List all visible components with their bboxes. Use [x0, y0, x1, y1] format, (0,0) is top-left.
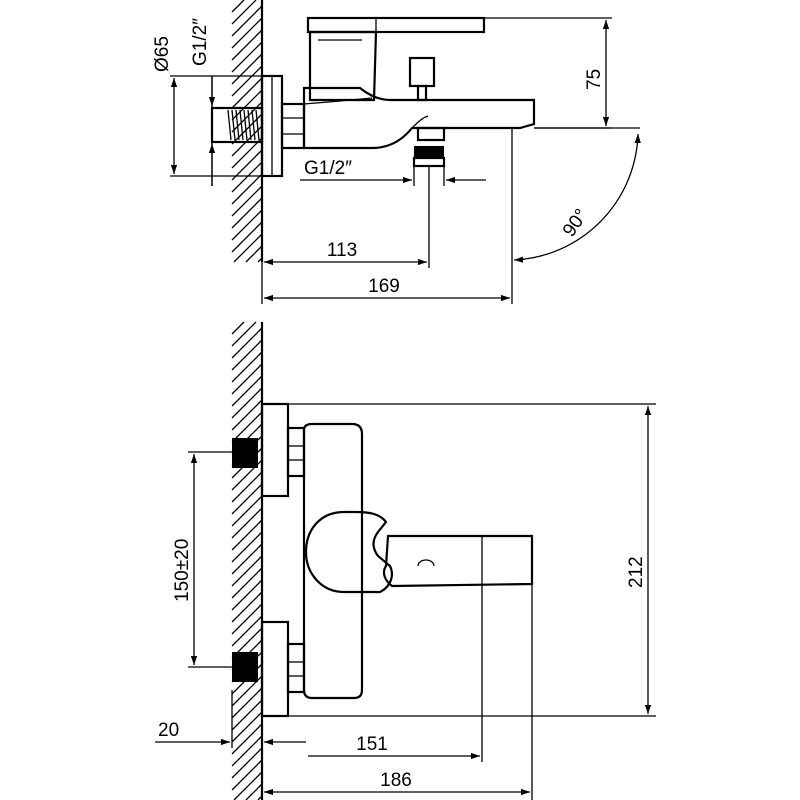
- hatch-line: [233, 771, 263, 800]
- dimension-outlet-depth: 113: [261, 166, 430, 304]
- hatch-line: [231, 579, 263, 611]
- mixer-body-side: [302, 86, 536, 150]
- hatch-line: [231, 173, 263, 205]
- hatch-line: [231, 29, 263, 61]
- hatch-line: [231, 615, 263, 647]
- dimension-height-front: 212: [288, 403, 656, 717]
- dimension-wall-offset: 20: [155, 690, 306, 748]
- dimension-wall-thread: G1/2″: [190, 18, 216, 186]
- dimension-angle-label: 90°: [559, 205, 593, 241]
- dimension-spout-length-label: 151: [356, 734, 388, 755]
- hatch-line: [231, 711, 263, 743]
- hatch-line: [231, 197, 263, 229]
- hatch-line: [231, 519, 263, 551]
- hatch-line: [231, 747, 263, 779]
- lever-handle-front: [304, 510, 393, 594]
- thread-line: [243, 109, 248, 141]
- hatch-line: [233, 233, 263, 263]
- hatch-line: [231, 53, 263, 85]
- dimension-total-depth: 169: [264, 262, 513, 304]
- dimension-total-length-label: 186: [380, 770, 412, 791]
- thread-line: [231, 109, 236, 141]
- dimension-outlet-thread: G1/2″: [300, 158, 486, 186]
- hatch-line: [231, 507, 263, 539]
- hatch-line: [231, 375, 263, 407]
- thread-line: [255, 109, 260, 141]
- hatch-line: [231, 399, 263, 431]
- hatch-line: [231, 723, 263, 755]
- hatch-line: [231, 483, 263, 515]
- hatch-line: [231, 161, 263, 193]
- dimension-height-side: 75: [484, 17, 612, 129]
- dimension-spout-length: 151: [308, 584, 483, 762]
- dimension-outlet-thread-label: G1/2″: [304, 158, 352, 179]
- hatch-line: [231, 735, 263, 767]
- hatch-line: [245, 245, 263, 263]
- dimension-diameter: Ø65: [152, 36, 262, 177]
- hatch-line: [231, 759, 263, 791]
- hatch-line: [231, 0, 245, 13]
- spout-front: [382, 534, 534, 588]
- inlet-thread-side: [210, 106, 264, 144]
- thread-line: [239, 109, 244, 141]
- hatch-line: [231, 5, 263, 37]
- dimension-outlet-depth-label: 113: [327, 240, 357, 261]
- hatch-line: [231, 699, 263, 731]
- hatch-line: [231, 77, 263, 109]
- hatch-line: [231, 603, 263, 635]
- dimension-wall-thread-label: G1/2″: [190, 18, 211, 66]
- hatch-line: [231, 149, 263, 181]
- hatch-line: [231, 687, 263, 719]
- mixer-body-front: [302, 422, 364, 700]
- hatch-line: [231, 567, 263, 599]
- wall-hatch-bottom: [231, 321, 264, 800]
- dimension-height-side-label: 75: [584, 69, 605, 90]
- hatch-line: [231, 65, 263, 97]
- dimension-wall-offset-label: 20: [158, 720, 179, 741]
- hatch-line: [231, 17, 263, 49]
- thread-line: [235, 109, 240, 141]
- hatch-line: [231, 411, 263, 443]
- dimension-angle: 90°: [511, 127, 641, 263]
- hatch-line: [231, 0, 257, 25]
- hatch-line: [231, 471, 263, 503]
- front-view: 150±20 212 20 151 186: [155, 321, 656, 800]
- dimension-diameter-label: Ø65: [152, 36, 173, 72]
- diverter-knob-side: [408, 56, 436, 102]
- wall-flange-side: [260, 74, 284, 178]
- hatch-line: [245, 783, 263, 800]
- hatch-line: [231, 591, 263, 623]
- thread-line: [247, 109, 252, 141]
- hatch-line: [231, 321, 257, 347]
- dimension-height-front-label: 212: [626, 556, 647, 588]
- dimension-total-depth-label: 169: [368, 276, 400, 297]
- lever-handle-side: [306, 16, 486, 102]
- hatch-line: [231, 531, 263, 563]
- hatch-line: [231, 321, 245, 335]
- connection-nut-side: [280, 102, 306, 150]
- hatch-line: [231, 555, 263, 587]
- outlet-thread-side: [412, 126, 446, 168]
- hatch-line: [231, 221, 263, 253]
- side-view: Ø65 G1/2″ 75 G1/2″ 90: [152, 0, 641, 304]
- thread-line: [251, 109, 256, 141]
- hatch-line: [231, 185, 263, 217]
- hatch-line: [257, 257, 263, 263]
- hatch-line: [231, 351, 263, 383]
- upper-flange-front: [232, 402, 306, 498]
- dimension-center-distance-label: 150±20: [172, 539, 193, 602]
- dimension-total-length: 186: [264, 584, 533, 800]
- hatch-line: [257, 795, 263, 800]
- hatch-line: [231, 543, 263, 575]
- hatch-line: [231, 41, 263, 73]
- hatch-line: [231, 387, 263, 419]
- hatch-line: [231, 327, 263, 359]
- hatch-line: [231, 495, 263, 527]
- hatch-line: [231, 209, 263, 241]
- dimension-center-distance: 150±20: [172, 451, 232, 668]
- thread-line: [227, 109, 232, 141]
- hatch-line: [231, 363, 263, 395]
- hatch-line: [231, 339, 263, 371]
